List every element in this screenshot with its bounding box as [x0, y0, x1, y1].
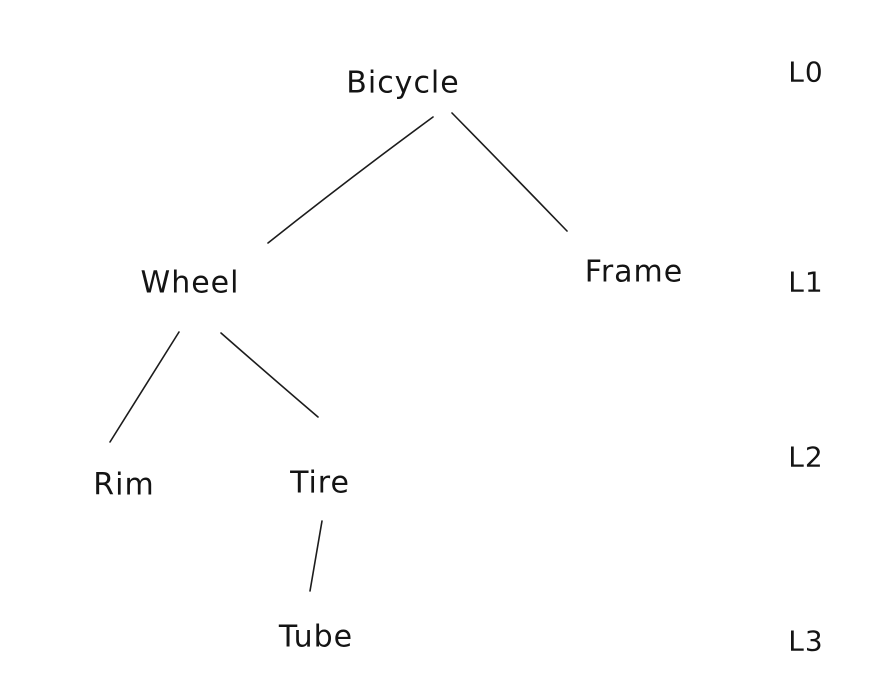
node-bicycle: Bicycle [346, 65, 460, 101]
edge-tire-tube [309, 520, 323, 592]
node-rim: Rim [93, 467, 155, 503]
node-frame: Frame [584, 254, 684, 290]
level-label-l0: L0 [788, 55, 824, 89]
level-label-l3: L3 [788, 624, 824, 658]
node-wheel: Wheel [140, 265, 240, 301]
edge-wheel-rim [109, 331, 180, 443]
edge-bicycle-wheel [267, 116, 434, 244]
node-tube: Tube [278, 619, 354, 655]
node-tire: Tire [290, 465, 350, 501]
level-label-l2: L2 [788, 440, 824, 474]
level-label-l1: L1 [788, 265, 824, 299]
edge-bicycle-frame [451, 112, 568, 232]
edge-wheel-tire [220, 332, 319, 418]
